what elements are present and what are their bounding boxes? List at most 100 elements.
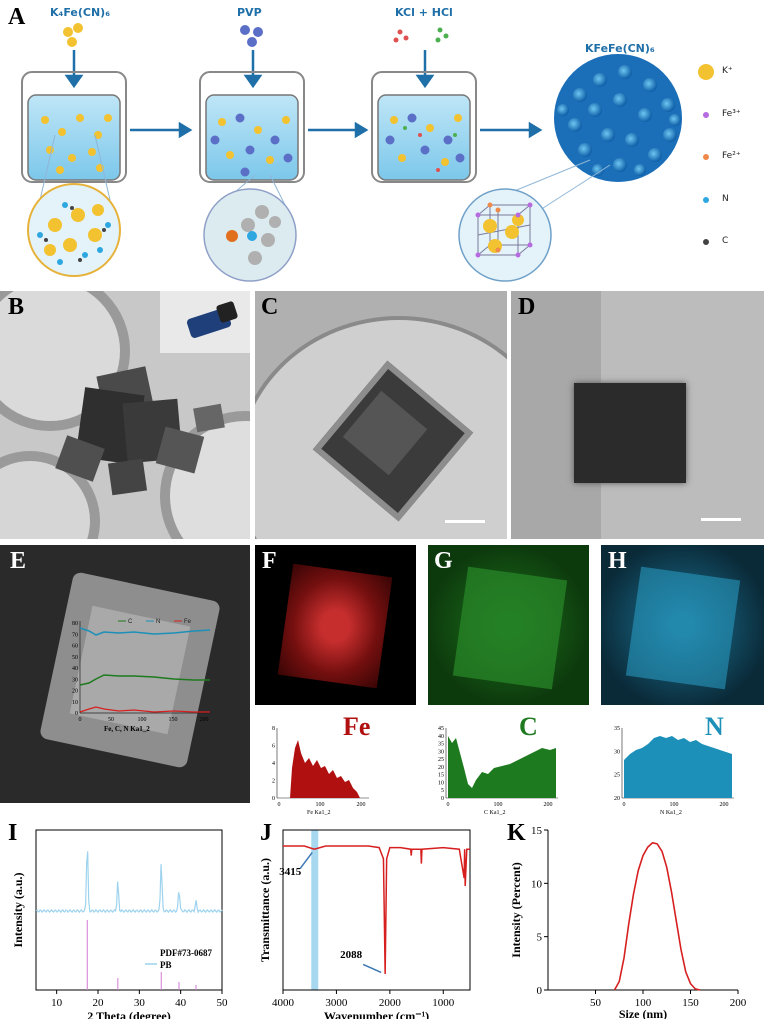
legend-label-pb: PB xyxy=(160,960,172,970)
tem-image-d xyxy=(511,291,764,539)
x-tick-label: 0 xyxy=(278,802,281,808)
x-tick-label: 200 xyxy=(544,802,553,808)
x-axis-label: Size (nm) xyxy=(619,1007,667,1019)
y-tick-label: 45 xyxy=(438,726,444,732)
plot-frame xyxy=(282,829,471,991)
x-tick-label: 10 xyxy=(51,997,63,1009)
y-tick-label: 10 xyxy=(438,780,444,786)
x-tick-label: 40 xyxy=(175,997,187,1009)
eds-element-c: C xyxy=(519,712,538,741)
x-tick-label: 50 xyxy=(108,717,114,723)
annotation-arrow-3415 xyxy=(299,851,313,869)
legend-label-fe2: Fe²⁺ xyxy=(722,151,741,161)
reagent-pvp-label: PVP xyxy=(237,6,262,19)
y-axis-label: Intensity (a.u.) xyxy=(11,872,25,947)
x-axis-label: 2 Theta (degree) xyxy=(87,1009,171,1019)
panel-label-j: J xyxy=(260,820,272,846)
panel-label-g: G xyxy=(434,548,453,574)
synthesis-scheme xyxy=(21,23,714,282)
eds-element-fe: Fe xyxy=(343,712,371,741)
x-tick-label: 100 xyxy=(138,717,147,723)
x-tick-label: 200 xyxy=(720,802,729,808)
x-tick-label: 0 xyxy=(623,802,626,808)
eds-c-xlabel: C Ka1_2 xyxy=(484,810,506,816)
y-tick-label: 30 xyxy=(72,677,78,683)
panel-label-b: B xyxy=(8,294,25,320)
y-tick-label: 0 xyxy=(272,796,275,802)
x-tick-label: 200 xyxy=(200,717,209,723)
kfefecn6-nanoparticle xyxy=(554,54,682,182)
linescan-legend-fe: Fe xyxy=(184,619,192,625)
y-tick-label: 6 xyxy=(272,744,275,750)
y-tick-label: 10 xyxy=(72,700,78,706)
y-tick-label: 0 xyxy=(75,711,78,717)
eds-fe-xlabel: Fe Ka1_2 xyxy=(307,810,331,816)
x-tick-label: 50 xyxy=(217,997,229,1009)
linescan-xlabel: Fe, C, N Ka1_2 xyxy=(104,725,150,733)
y-tick-label: 2 xyxy=(272,779,275,785)
x-tick-label: 0 xyxy=(447,802,450,808)
y-tick-label: 5 xyxy=(441,788,444,794)
eds-element-n: N xyxy=(705,712,724,741)
eds-n-xlabel: N Ka1_2 xyxy=(660,810,682,816)
reagent-particles-1 xyxy=(63,23,83,47)
panel-label-h: H xyxy=(608,548,627,574)
legend-label-n: N xyxy=(722,194,729,204)
y-tick-label: 20 xyxy=(614,796,620,802)
vial-photo-inset xyxy=(160,291,250,353)
x-tick-label: 100 xyxy=(635,997,652,1009)
y-tick-label: 0 xyxy=(537,985,543,997)
y-tick-label: 60 xyxy=(72,644,78,650)
eds-map-n xyxy=(601,545,764,705)
linescan-legend-n: N xyxy=(156,619,160,625)
eds-map-c xyxy=(428,545,589,705)
tem-image-b xyxy=(0,291,250,539)
dls-distribution-line xyxy=(613,841,701,991)
y-axis-label: Transmittance (a.u.) xyxy=(258,858,272,962)
y-tick-label: 35 xyxy=(614,726,620,732)
y-tick-label: 0 xyxy=(441,796,444,802)
haadf-image-e xyxy=(0,545,250,803)
beaker-1 xyxy=(21,71,127,183)
y-tick-label: 25 xyxy=(614,773,620,779)
x-tick-label: 1000 xyxy=(432,997,455,1009)
panel-label-f: F xyxy=(262,548,277,574)
y-axis-label: Intensity (Percent) xyxy=(509,862,523,957)
x-tick-label: 2000 xyxy=(379,997,402,1009)
y-tick-label: 40 xyxy=(72,666,78,672)
y-tick-label: 80 xyxy=(72,621,78,627)
x-tick-label: 100 xyxy=(316,802,325,808)
y-tick-label: 15 xyxy=(438,773,444,779)
scale-bar-c xyxy=(445,520,485,523)
x-tick-label: 20 xyxy=(93,997,105,1009)
x-tick-label: 50 xyxy=(590,997,602,1009)
y-tick-label: 40 xyxy=(438,734,444,740)
panel-label-c: C xyxy=(261,294,279,320)
y-tick-label: 15 xyxy=(531,825,543,837)
product-label: KFeFe(CN)₆ xyxy=(585,42,655,55)
linescan-n-line xyxy=(79,627,211,636)
x-tick-label: 100 xyxy=(494,802,503,808)
x-tick-label: 3000 xyxy=(325,997,348,1009)
y-tick-label: 20 xyxy=(438,765,444,771)
tem-image-c xyxy=(255,291,507,539)
reagent-particles-2 xyxy=(240,25,263,47)
y-tick-label: 30 xyxy=(438,749,444,755)
y-tick-label: 8 xyxy=(272,726,275,732)
legend-label-fe3: Fe³⁺ xyxy=(722,109,741,119)
scale-bar-d xyxy=(701,518,741,521)
series-pb-line xyxy=(35,851,223,914)
linescan-fe-line xyxy=(79,706,210,713)
x-tick-label: 0 xyxy=(79,717,82,723)
y-tick-label: 20 xyxy=(72,689,78,695)
x-tick-label: 100 xyxy=(670,802,679,808)
legend-label-c: C xyxy=(722,236,729,246)
reagent-k4fecn6-label: K₄Fe(CN)₆ xyxy=(50,6,111,19)
x-axis-label: Wavenumber (cm⁻¹) xyxy=(324,1009,429,1019)
panel-label-e: E xyxy=(10,548,27,574)
